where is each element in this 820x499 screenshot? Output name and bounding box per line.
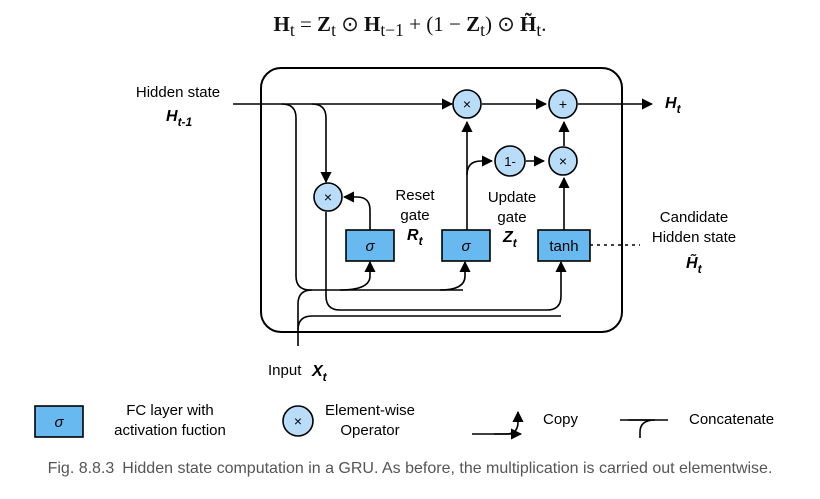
- gru-equation: Ht = Zt ⊙ Ht−1 + (1 − Zt) ⊙ H̃t.: [0, 12, 820, 41]
- reset-label-line2: gate: [400, 207, 429, 224]
- candidate-var-label: H̃t: [686, 252, 703, 276]
- tanh-box: tanh: [537, 229, 591, 262]
- candidate-label-line2: Hidden state: [652, 229, 736, 246]
- legend-op-symbol: ×: [294, 413, 302, 429]
- eq-z-sub: t: [331, 20, 336, 41]
- one-minus-symbol: 1-: [504, 154, 516, 169]
- gru-cell-frame: [260, 67, 623, 333]
- eq-z2-sub: t: [480, 20, 485, 41]
- legend-fc-box: σ: [34, 405, 84, 438]
- eq-odot2: ) ⊙: [484, 12, 521, 36]
- eq-h-tilde: H̃: [520, 12, 537, 36]
- legend-concat-icon: [620, 419, 656, 438]
- eq-period: .: [541, 12, 547, 36]
- legend-operator-node: ×: [282, 405, 314, 437]
- eq-h-tilde-sub: t: [536, 20, 542, 41]
- eq-z: Z: [317, 12, 332, 36]
- plus-symbol: +: [559, 96, 567, 112]
- input-to-tanh-line: [297, 315, 561, 331]
- reset-gate-output-line: [342, 191, 371, 230]
- hidden-concat-line: [281, 103, 463, 291]
- top-multiply-symbol: ×: [463, 96, 471, 112]
- candidate-label-line1: Candidate: [660, 209, 728, 226]
- update-sigma-label: σ: [461, 238, 471, 255]
- input-label: Input: [268, 362, 302, 379]
- eq-h-sub: t: [289, 20, 295, 41]
- legend-fc-line2: activation fuction: [114, 422, 226, 439]
- reset-multiply-symbol: ×: [324, 189, 332, 205]
- update-var-label: Zt: [502, 229, 518, 250]
- hidden-state-label: Hidden state: [136, 84, 220, 101]
- legend-op-line2: Operator: [340, 422, 399, 439]
- update-gate-box: σ: [441, 229, 491, 262]
- one-minus-node: 1-: [494, 145, 526, 177]
- input-line: [297, 289, 313, 346]
- update-label-line2: gate: [497, 209, 526, 226]
- eq-odot: ⊙: [335, 12, 365, 36]
- update-to-one-minus-line: [466, 155, 494, 176]
- eq-h-prev: H: [364, 12, 381, 36]
- legend-copy-icon: [472, 410, 524, 440]
- reset-sigma-label: σ: [365, 238, 375, 255]
- reset-gate-box: σ: [345, 229, 395, 262]
- h-out-label: Ht: [665, 95, 682, 116]
- legend-concat-label: Concatenate: [689, 411, 774, 428]
- legend-op-line1: Element-wise: [325, 402, 415, 419]
- plus-node: +: [548, 89, 578, 119]
- figure-caption: Fig. 8.8.3 Hidden state computation in a …: [0, 460, 820, 478]
- reset-label-line1: Reset: [395, 187, 435, 204]
- caption-text: Hidden state computation in a GRU. As be…: [122, 460, 773, 477]
- reset-multiply-node: ×: [313, 182, 343, 212]
- update-label-line1: Update: [488, 189, 536, 206]
- tanh-label: tanh: [549, 238, 578, 255]
- concat-to-reset-line: [339, 260, 376, 291]
- lower-multiply-symbol: ×: [559, 153, 567, 169]
- legend-fc-symbol: σ: [54, 414, 64, 431]
- legend: σ FC layer with activation fuction × Ele…: [34, 402, 774, 440]
- eq-h-prev-sub: t−1: [380, 20, 404, 41]
- eq-plus: + (1 −: [403, 12, 467, 36]
- reset-var-label: Rt: [407, 227, 424, 248]
- input-var-label: Xt: [311, 363, 328, 384]
- eq-h: H: [273, 12, 290, 36]
- legend-fc-line1: FC layer with: [126, 402, 214, 419]
- legend-copy-label: Copy: [543, 411, 579, 428]
- h-prev-label: Ht-1: [166, 108, 193, 129]
- eq-equals: =: [294, 12, 318, 36]
- reset-to-tanh-line: [325, 212, 567, 311]
- hidden-to-reset-multiply-line: [311, 103, 332, 184]
- connections: [233, 98, 654, 346]
- lower-multiply-node: ×: [548, 146, 578, 176]
- eq-z2: Z: [466, 12, 481, 36]
- concat-to-update-line: [439, 260, 471, 291]
- top-multiply-node: ×: [452, 89, 482, 119]
- caption-fig-number: Fig. 8.8.3: [47, 460, 115, 477]
